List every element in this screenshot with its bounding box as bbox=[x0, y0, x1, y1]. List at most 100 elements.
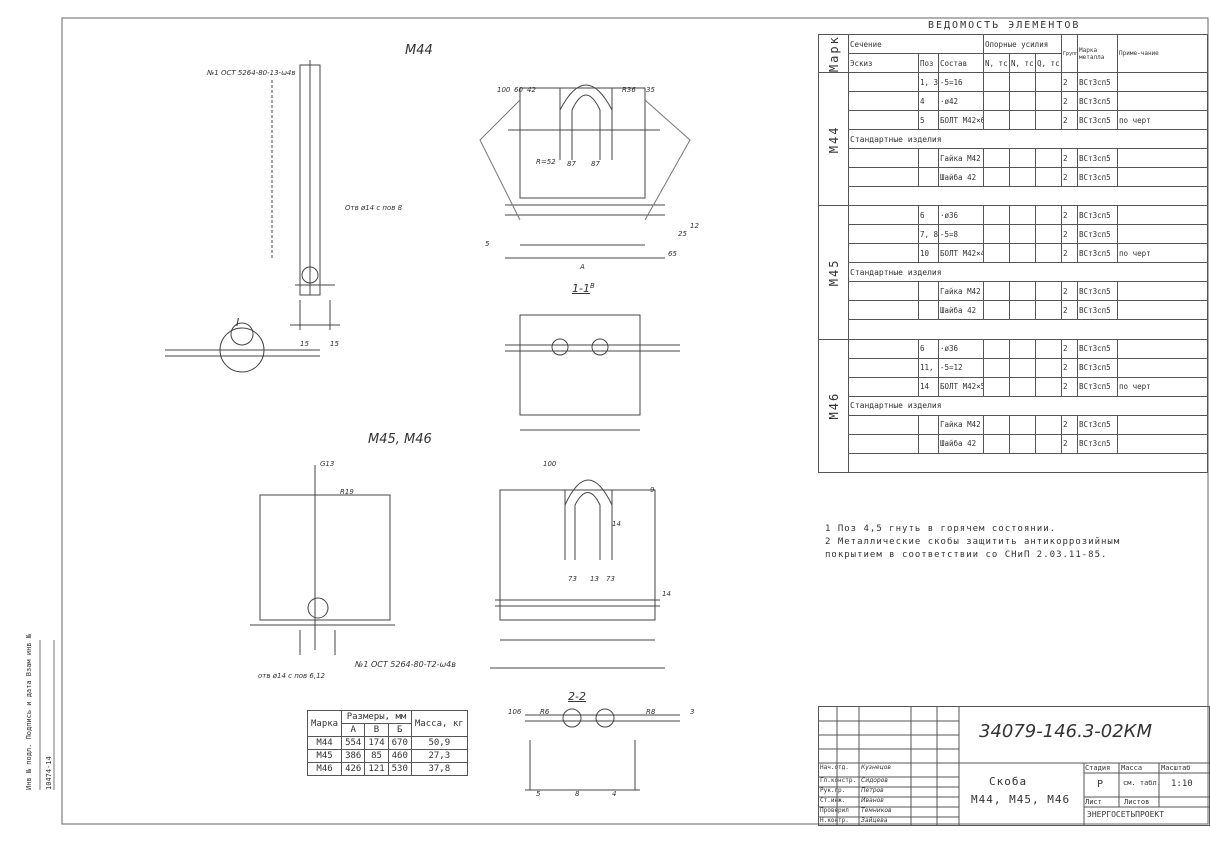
dimension-label: 100 bbox=[543, 460, 557, 468]
cell-eskiz bbox=[848, 72, 919, 93]
cell-eskiz bbox=[848, 338, 919, 359]
col-metal: Марка металла bbox=[1077, 33, 1119, 74]
cell-metal: ВСт3сп5 bbox=[1077, 110, 1119, 131]
cell-prim bbox=[1117, 205, 1208, 226]
cell-force bbox=[1009, 110, 1037, 131]
cell-force bbox=[983, 376, 1011, 397]
cell-metal: ВСт3сп5 bbox=[1077, 357, 1119, 378]
cell-prim: по черт bbox=[1117, 243, 1208, 264]
document-code: 34079-146.3-02КМ bbox=[979, 721, 1152, 742]
cell-prim bbox=[1117, 281, 1208, 302]
dimension-label: R8 bbox=[646, 708, 656, 716]
cell-prim bbox=[1117, 433, 1208, 454]
note-line: покрытием в соответствии со СНиП 2.03.11… bbox=[825, 550, 1108, 560]
cell-force bbox=[1009, 167, 1037, 188]
cell-eskiz bbox=[848, 110, 919, 131]
dimension-label: R6 bbox=[540, 708, 550, 716]
schedule-std-label-row: Стандартные изделия bbox=[819, 395, 1208, 416]
cell-force bbox=[1009, 338, 1037, 359]
col-marka: Марка bbox=[818, 34, 849, 73]
dims-cell: 37,8 bbox=[410, 762, 468, 776]
cell-force bbox=[1035, 110, 1063, 131]
subcol-q: N, тс bbox=[1009, 53, 1037, 74]
cell-eskiz bbox=[848, 167, 919, 188]
cell-sostav: БОЛТ М42×500 bbox=[937, 376, 985, 397]
hole-note-2: отв ø14 с пов 6,12 bbox=[258, 672, 325, 680]
section-label-2-2: 2-2 bbox=[568, 690, 586, 703]
cell-force bbox=[1035, 433, 1063, 454]
cell-group: 2 bbox=[1061, 281, 1079, 302]
cell-metal: ВСт3сп5 bbox=[1077, 205, 1119, 226]
cell-force bbox=[1009, 148, 1037, 169]
cell-prim bbox=[1117, 357, 1208, 378]
dims-head-mass: Масса, кг bbox=[410, 710, 468, 737]
signer-name: Кузнецов bbox=[861, 764, 891, 771]
signer-role: Проверил bbox=[820, 807, 849, 814]
cell-group: 2 bbox=[1061, 148, 1079, 169]
dimension-label: R=52 bbox=[536, 158, 556, 166]
schedule-std-label-row: Стандартные изделия bbox=[819, 129, 1208, 150]
cell-sostav: -5=12 bbox=[937, 357, 985, 378]
margin-stamp-number: 10474-14 bbox=[45, 756, 53, 790]
cell-poz: 4 bbox=[918, 91, 939, 112]
cell-metal: ВСт3сп5 bbox=[1077, 376, 1119, 397]
schedule-empty-row bbox=[819, 319, 1208, 340]
gost-note-weld-1: №1 ОСТ 5264-80-13-ω4в bbox=[207, 69, 296, 77]
signer-name: Сидоров bbox=[861, 777, 888, 784]
dims-cell: 85 bbox=[364, 749, 389, 763]
cell-group: 2 bbox=[1061, 91, 1079, 112]
dims-subhead: Б bbox=[387, 723, 412, 737]
cell-eskiz bbox=[848, 205, 919, 226]
cell-eskiz bbox=[848, 148, 919, 169]
cell-force bbox=[1009, 433, 1037, 454]
schedule-title: ВЕДОМОСТЬ ЭЛЕМЕНТОВ bbox=[928, 20, 1081, 31]
cell-sostav: Шайба 42 bbox=[937, 167, 985, 188]
view-label-m44: M44 bbox=[405, 43, 433, 58]
std-items-label: Стандартные изделия bbox=[848, 129, 1208, 150]
cell-force bbox=[1035, 243, 1063, 264]
cell-sostav: Шайба 42 bbox=[937, 300, 985, 321]
cell-sostav: Гайка М42 bbox=[937, 148, 985, 169]
cell-sostav: БОЛТ М42×430 bbox=[937, 243, 985, 264]
dimension-label: 5 bbox=[485, 240, 490, 248]
cell-poz bbox=[918, 433, 939, 454]
cell-force bbox=[983, 414, 1011, 435]
dims-cell: 50,9 bbox=[410, 736, 468, 750]
std-items-label: Стандартные изделия bbox=[848, 262, 1208, 283]
cell-poz: 7, 8 bbox=[918, 224, 939, 245]
cell-force bbox=[1035, 338, 1063, 359]
cell-force bbox=[1035, 414, 1063, 435]
empty-cell bbox=[848, 319, 1208, 340]
dimension-label: B bbox=[590, 282, 595, 290]
dimension-label: 12 bbox=[690, 222, 699, 230]
cell-poz bbox=[918, 148, 939, 169]
stage-label: Стадия bbox=[1085, 764, 1111, 772]
col-prim: Приме-чание bbox=[1117, 33, 1208, 74]
cell-force bbox=[983, 243, 1011, 264]
cell-force bbox=[1009, 243, 1037, 264]
cell-metal: ВСт3сп5 bbox=[1077, 338, 1119, 359]
cell-group: 2 bbox=[1061, 224, 1079, 245]
cell-force bbox=[983, 72, 1011, 93]
note-line: 1 Поз 4,5 гнуть в горячем состоянии. bbox=[825, 524, 1057, 534]
cell-force bbox=[1035, 300, 1063, 321]
dims-head-sizes: Размеры, мм bbox=[341, 710, 412, 724]
signer-role: Нач.отд. bbox=[820, 764, 849, 771]
dimension-label: 14 bbox=[662, 590, 671, 598]
cell-poz: 1, 3 bbox=[918, 72, 939, 93]
cell-eskiz bbox=[848, 433, 919, 454]
signer-name: Иванов bbox=[861, 797, 884, 804]
empty-cell bbox=[848, 452, 1208, 474]
cell-group: 2 bbox=[1061, 433, 1079, 454]
signer-name: Петров bbox=[861, 787, 884, 794]
cell-force bbox=[1035, 72, 1063, 93]
cell-sostav: ·ø36 bbox=[937, 338, 985, 359]
cell-force bbox=[1009, 300, 1037, 321]
dimension-label: 3 bbox=[690, 708, 695, 716]
